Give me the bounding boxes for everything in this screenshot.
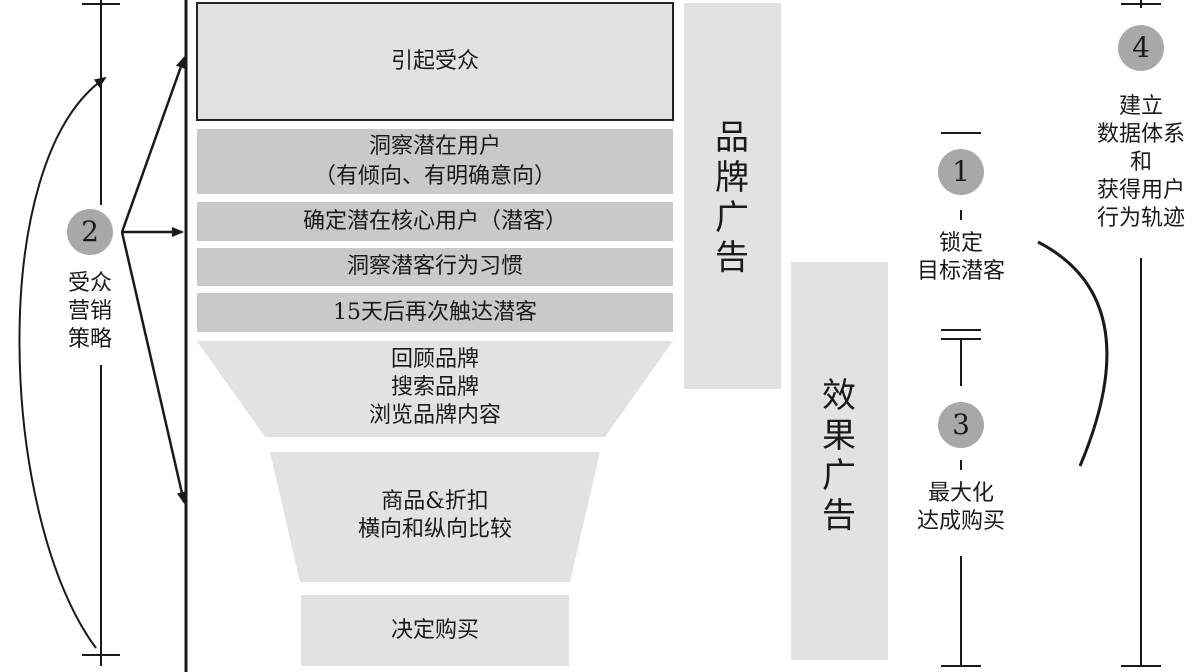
- stage-retarget: 15天后再次触达潜客: [197, 293, 673, 332]
- stage-6-shape: [197, 341, 673, 437]
- audience-strategy-line-3: 策略: [67, 327, 112, 352]
- brand-ads-char-2: 牌: [715, 158, 749, 198]
- step-4-line-4: 获得用户: [1096, 178, 1185, 203]
- stage-insight-behavior: 洞察潜客行为习惯: [197, 248, 673, 286]
- effect-ads-char-2: 果: [822, 416, 856, 456]
- arrow-to-stage-1: [120, 56, 186, 233]
- stage-insight-behavior-label: 洞察潜客行为习惯: [346, 254, 523, 279]
- step-1-line-2: 目标潜客: [916, 259, 1005, 284]
- brand-ads-char-3: 广: [715, 198, 749, 238]
- stage-confirm-core-users: 确定潜在核心用户（潜客）: [197, 202, 673, 241]
- step-3-circle: [938, 402, 984, 448]
- arrow-to-stage-7: [120, 231, 187, 504]
- step-4-circle: [1118, 25, 1164, 71]
- step-3-line-2: 达成购买: [916, 509, 1005, 534]
- step-3-line-1: 最大化: [927, 481, 994, 506]
- stage-confirm-core-users-label: 确定潜在核心用户（潜客）: [302, 208, 567, 234]
- stage-purchase-decision: 决定购买: [301, 595, 569, 666]
- effect-ads-band: [791, 262, 888, 660]
- audience-strategy-label: 受众 营销 策略: [55, 270, 125, 354]
- effect-ads-char-4: 告: [822, 496, 856, 536]
- stage-brand-review-line-2: 搜索品牌: [390, 375, 479, 400]
- step-4-line-5: 行为轨迹: [1096, 206, 1185, 231]
- step-4-line-2: 数据体系: [1096, 122, 1185, 147]
- stage-insight-potential-users-label-2: （有倾向、有明确意向）: [313, 163, 556, 189]
- step-1-line-1: 锁定: [938, 231, 983, 256]
- stage-attract-audience: 引起受众: [196, 2, 674, 121]
- step-2-circle: [67, 209, 113, 255]
- stage-compare-line-1: 商品&折扣: [381, 489, 489, 514]
- stage-attract-audience-label: 引起受众: [390, 48, 479, 74]
- stage-brand-review-line-1: 回顾品牌: [390, 347, 479, 372]
- stage-7-shape: [270, 452, 600, 582]
- effect-ads-char-1: 效: [822, 376, 856, 416]
- brand-ads-band: [684, 3, 781, 389]
- step-3-label: 最大化 达成购买: [901, 480, 1021, 536]
- stage-compare: 商品&折扣 横向和纵向比较: [285, 488, 585, 544]
- step-4-number: 4: [1132, 31, 1150, 64]
- effect-ads-char-3: 广: [822, 456, 856, 496]
- step-4-line-1: 建立: [1118, 94, 1163, 119]
- brand-ads-char-4: 告: [715, 238, 749, 278]
- audience-strategy-line-2: 营销: [67, 299, 112, 324]
- audience-strategy-line-1: 受众: [67, 271, 112, 296]
- stage-retarget-label: 15天后再次触达潜客: [333, 299, 537, 325]
- step-4-line-3: 和: [1129, 150, 1152, 175]
- step-3-number: 3: [952, 408, 970, 441]
- step-1-circle: [938, 149, 984, 195]
- effect-ads-label: 效 果 广 告: [819, 376, 859, 536]
- step-1-number: 1: [952, 155, 970, 188]
- stage-compare-line-2: 横向和纵向比较: [357, 517, 512, 542]
- step-1-label: 锁定 目标潜客: [901, 230, 1021, 286]
- stage-insight-potential-users: 洞察潜在用户 （有倾向、有明确意向）: [197, 129, 673, 194]
- brand-ads-char-1: 品: [715, 118, 749, 158]
- step-4-label: 建立 数据体系 和 获得用户 行为轨迹: [1086, 93, 1192, 233]
- loop-arrow: [18, 76, 107, 649]
- stage-insight-potential-users-label-1: 洞察潜在用户: [368, 133, 501, 159]
- right-bracket-arc: [1037, 240, 1109, 467]
- stage-purchase-decision-label: 决定购买: [390, 617, 479, 643]
- step-2-number: 2: [81, 215, 99, 248]
- stage-brand-review-line-3: 浏览品牌内容: [368, 403, 501, 428]
- stage-brand-review: 回顾品牌 搜索品牌 浏览品牌内容: [265, 346, 605, 430]
- brand-ads-label: 品 牌 广 告: [712, 118, 752, 278]
